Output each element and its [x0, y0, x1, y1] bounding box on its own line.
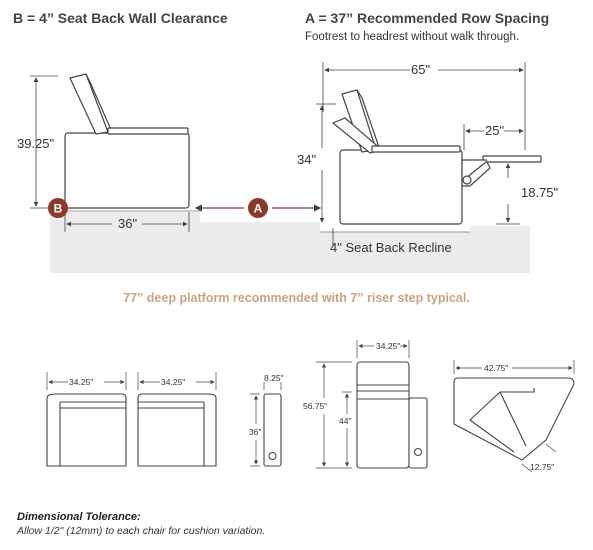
upright-chair-side — [64, 73, 190, 209]
console-depth-label: 36" — [249, 427, 261, 437]
footrest-extension-label: 25" — [485, 123, 504, 138]
depth-upright-label: 36" — [118, 216, 137, 231]
wedge-small-label: 12.75" — [530, 462, 554, 472]
floor-shadow — [50, 210, 530, 273]
height-upright-label: 39.25" — [17, 136, 55, 151]
chair-left-width-label: 34.25" — [69, 377, 93, 387]
row-spacing-heading: A = 37” Recommended Row Spacing — [305, 10, 550, 26]
recliner-overall-label: 56.75" — [303, 401, 327, 411]
tolerance-title: Dimensional Tolerance: — [17, 511, 141, 523]
overall-reclined-label: 65" — [411, 62, 430, 77]
chair-right-width-label: 34.25" — [161, 377, 185, 387]
reclined-chair-side — [331, 89, 542, 225]
reclined-dimensions — [316, 62, 526, 246]
console-width-label: 8.25" — [264, 373, 284, 383]
plan-view-chairs — [46, 361, 575, 469]
plan-chair-left-arm — [46, 393, 127, 467]
row-spacing-note: Footrest to headrest without walk throug… — [305, 31, 520, 43]
tolerance-body: Allow 1/2" (12mm) to each chair for cush… — [17, 525, 266, 537]
height-reclined-label: 34" — [297, 152, 316, 167]
recliner-width-label: 34.25" — [376, 341, 400, 351]
plan-recliner — [356, 361, 428, 469]
plan-wedge — [453, 377, 575, 461]
wedge-width-label: 42.75" — [484, 363, 508, 373]
plan-console — [263, 393, 282, 467]
plan-dimensions — [46, 340, 575, 473]
seat-back-clearance-heading: B = 4” Seat Back Wall Clearance — [13, 10, 228, 26]
marker-a — [248, 198, 268, 218]
platform-note: 77” deep platform recommended with 7” ri… — [123, 291, 470, 305]
footrest-height-label: 18.75" — [521, 185, 559, 200]
marker-b — [48, 198, 68, 218]
marker-a-label: A — [254, 202, 263, 216]
marker-b-label: B — [54, 202, 63, 216]
row-spacing-dimension: A B — [48, 198, 322, 218]
plan-chair-right-arm — [137, 393, 217, 467]
recline-clearance-label: 4" Seat Back Recline — [330, 240, 452, 255]
recliner-seat-label: 44" — [339, 416, 351, 426]
